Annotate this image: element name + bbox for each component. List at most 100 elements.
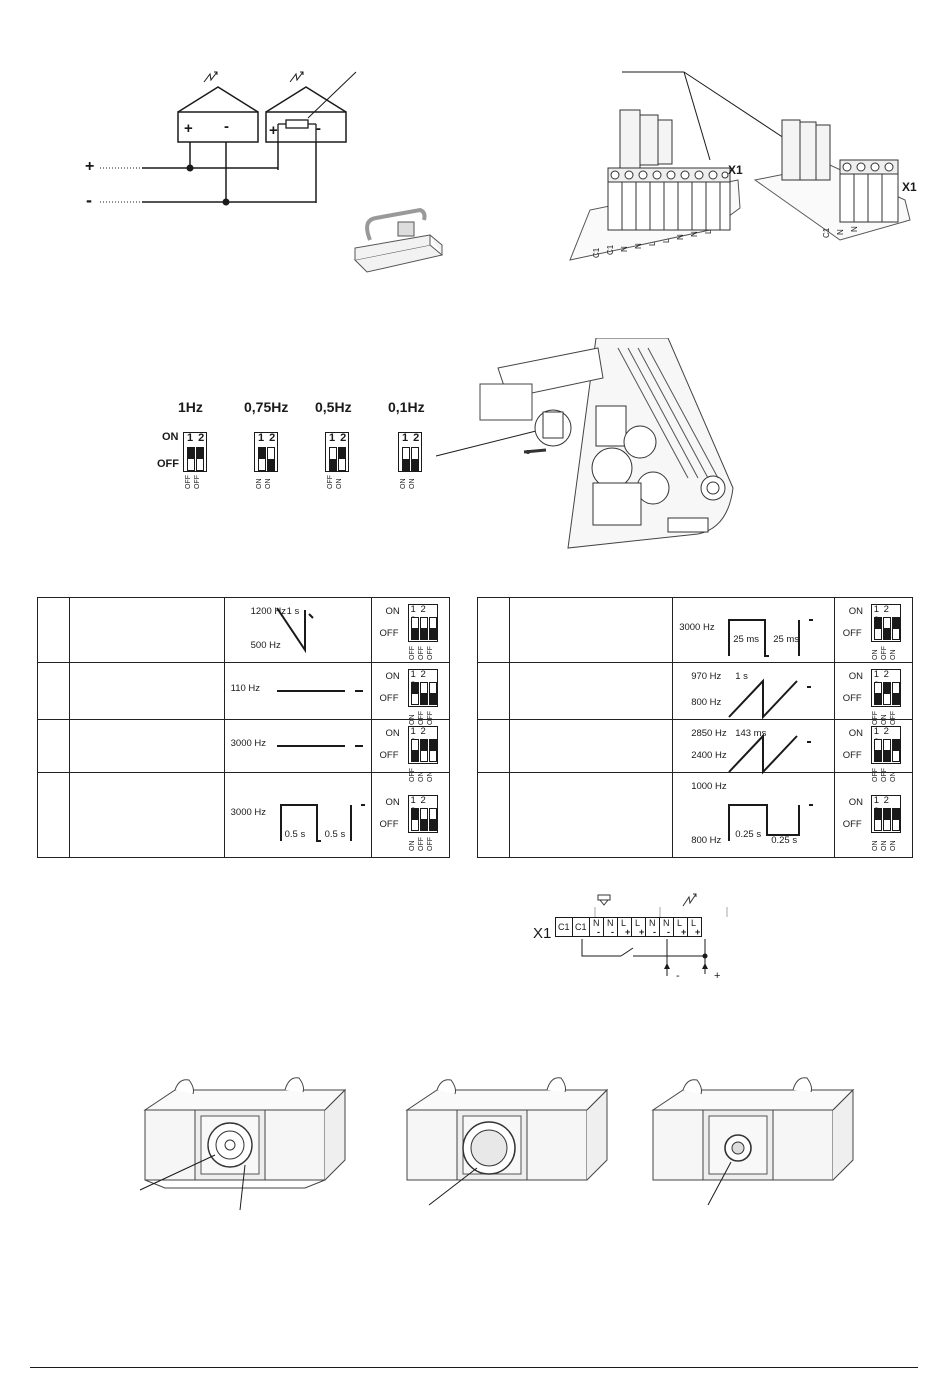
dip-switch-box: 1 2 3 — [407, 669, 438, 707]
dip-switch-lever — [429, 693, 436, 704]
dip-switch-lever — [883, 628, 890, 639]
tone-wave-cell: 3000 Hz — [223, 719, 372, 773]
tone-desc-cell — [68, 662, 225, 720]
dip-switch-lever — [420, 819, 427, 830]
switch-on-label: ON — [385, 797, 400, 808]
dip-switch-lever — [259, 448, 265, 459]
switch-off-label: OFF — [842, 693, 862, 704]
dip-switch-lever — [429, 740, 436, 751]
switch-on-label: ON — [385, 606, 400, 617]
tone-index-cell — [477, 662, 510, 720]
dip-switch-state: ON — [871, 840, 879, 852]
frequency-label: 0,75Hz — [244, 399, 289, 415]
dip-switch-state: OFF — [417, 646, 425, 660]
dip-switch-slot — [410, 739, 419, 762]
tone-index-cell — [37, 719, 70, 773]
tone-time-1: 0.25 s — [735, 829, 762, 840]
dip-switch-slot — [419, 808, 428, 831]
dip-switch-lever — [420, 693, 427, 704]
terminal-x1-left: X1 — [728, 163, 743, 177]
dip-switch-slot — [267, 447, 275, 471]
terminal-pin-label: C1 — [822, 227, 831, 238]
dip-switch-slot — [410, 617, 419, 640]
x1-strip-title: X1 — [533, 925, 552, 942]
x1-terminal-sign: + — [625, 927, 631, 937]
switch-off-label: OFF — [379, 819, 399, 830]
tone-freq-high: 3000 Hz — [679, 622, 715, 633]
dip-switch-2pos: 1 2 — [325, 432, 349, 472]
dip-switch-slot — [891, 739, 900, 762]
dip-switch-lever — [411, 750, 418, 761]
switch-off-label: OFF — [379, 628, 399, 639]
dip-switch-lever — [420, 628, 427, 639]
x1-terminal-sign: + — [681, 927, 687, 937]
dip-switch-2pos: 1 2 — [398, 432, 422, 472]
tone-wave-wrap: 3000 Hz — [225, 720, 371, 772]
x1-terminal-name: N — [649, 918, 656, 928]
dip-switch-lever — [883, 683, 890, 694]
waveform-plot — [276, 690, 363, 692]
tone-desc-cell — [508, 662, 674, 720]
waveform-plot — [728, 619, 814, 657]
dip-switch-lever — [892, 693, 899, 704]
x1-terminal-name: N — [663, 918, 670, 928]
tone-time-1: 143 ms — [735, 728, 767, 739]
x1-terminal-name: N — [607, 918, 614, 928]
terminal-pin-label: N — [850, 226, 859, 232]
x1-terminal-sign: - — [653, 927, 656, 937]
tone-time-1: 25 ms — [733, 634, 760, 645]
switch-off-label: OFF — [379, 750, 399, 761]
tone-desc-cell — [68, 597, 225, 663]
terminal-pin-label: N — [676, 234, 685, 240]
housing-illustrations — [139, 1077, 855, 1210]
dip-switch-lever — [874, 809, 881, 820]
freq-on-label: ON — [162, 431, 179, 443]
dip-switch-lever — [339, 448, 345, 459]
dip-switch-lever — [268, 459, 274, 470]
frequency-label: 1Hz — [178, 399, 203, 415]
switch-off-label: OFF — [842, 628, 862, 639]
terminal-pin-label: N — [620, 246, 629, 252]
tone-freq-high: 2850 Hz — [691, 728, 727, 739]
waveform-line — [275, 607, 306, 654]
waveform-line — [728, 804, 801, 841]
footer-rule — [30, 1367, 918, 1368]
x1-terminal-cell: N- — [589, 917, 604, 937]
dip-switch-box: 1 2 3 — [870, 726, 901, 764]
waveform-line — [728, 678, 798, 720]
bus-minus-label: - — [86, 190, 92, 210]
dip-switch-slot — [428, 617, 437, 640]
dip-switch-state: ON — [889, 840, 897, 852]
dip-switch-slot — [882, 682, 891, 705]
dip-switch-state: ON — [265, 478, 272, 490]
dip-switch-state: ON — [400, 478, 407, 490]
x1-terminal-cell: L+ — [687, 917, 702, 937]
dip-switch-slot — [411, 447, 419, 471]
dip-switch-lever — [429, 819, 436, 830]
switch-on-label: ON — [848, 728, 863, 739]
dip-switch-state: ON — [409, 478, 416, 490]
dip-switch-state: ON — [880, 840, 888, 852]
x1-plus-label: + — [714, 970, 721, 982]
device1-plus: + — [184, 120, 193, 137]
dip-switch-slot — [873, 739, 882, 762]
pcb-illustration — [435, 338, 734, 549]
dip-switch-lever — [330, 459, 336, 470]
dip-switch-state: OFF — [426, 646, 434, 660]
tone-freq-high: 1200 Hz — [250, 606, 287, 617]
dip-switch-lever — [892, 740, 899, 751]
